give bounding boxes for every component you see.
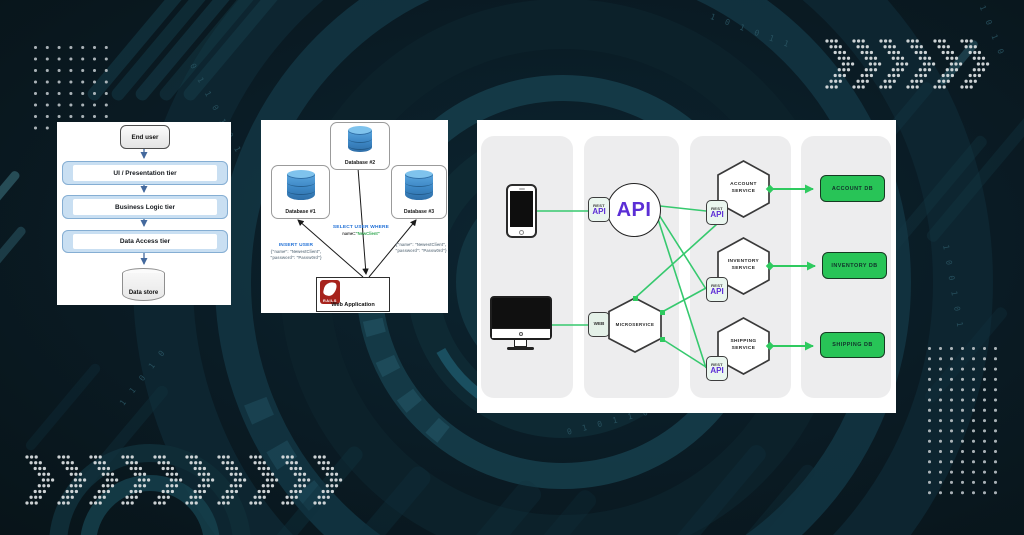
data-store-cylinder: Data store	[122, 268, 165, 301]
web-label: WEB	[593, 321, 605, 327]
api-label: API	[710, 365, 724, 375]
web-application-label: Web Application	[331, 302, 375, 308]
result-payload-annotation: {"name": "NewestClient", "password": "Pa…	[395, 242, 447, 255]
microservices-api-diagram: API REST API WEB MICROSERVICE ACCOUNT SE…	[477, 120, 896, 413]
connector-square	[659, 309, 665, 315]
desktop-monitor-icon	[490, 296, 552, 340]
db-connection-arrows	[297, 167, 417, 278]
database-cylinder-icon	[405, 170, 433, 200]
database-3-frame: Database #3	[391, 165, 447, 219]
rest-api-badge-gateway: REST API	[588, 197, 610, 222]
rails-logo: RAILS	[320, 280, 340, 304]
microservice-label: MICROSERVICE	[615, 321, 655, 327]
cylinder-top	[348, 126, 372, 135]
select-condition: name="NewClient"	[331, 231, 391, 237]
end-user-box: End user	[120, 125, 170, 149]
api-label: API	[592, 206, 606, 216]
tier-label: Data Access tier	[73, 234, 217, 249]
tier-label: UI / Presentation tier	[73, 165, 217, 181]
rest-label: REST	[593, 202, 605, 208]
monitor-base	[507, 347, 534, 350]
mobile-phone-icon	[506, 184, 537, 238]
connector-square	[659, 336, 665, 342]
database-2-frame: Database #2	[330, 122, 390, 170]
clients-column	[481, 136, 573, 398]
tier-label: Business Logic tier	[73, 199, 217, 215]
monitor-stand	[514, 340, 527, 347]
binary-digits: 1 0 1 0	[977, 4, 1007, 59]
shipping-service-hexagon: SHIPPING SERVICE	[717, 317, 770, 375]
rest-api-badge-inventory: REST API	[706, 277, 728, 302]
cylinder-top	[405, 170, 433, 179]
connector-square	[632, 295, 638, 301]
binary-digits: 1 1 0 1 0	[118, 346, 169, 408]
cylinder-groove	[286, 186, 315, 195]
cylinder-groove	[405, 186, 433, 195]
insert-title: INSERT USER	[278, 243, 314, 248]
shipping-service-label: SHIPPING SERVICE	[730, 339, 757, 351]
rest-api-badge-account: REST API	[706, 200, 728, 225]
shipping-db-box: SHIPPING DB	[820, 332, 885, 358]
result-line2: "password": "Passw0rd"}	[395, 248, 447, 254]
binary-digits: 1 0 0 1 0 1	[941, 244, 965, 331]
inventory-service-hexagon: INVENTORY SERVICE	[717, 237, 770, 295]
inventory-db-box: INVENTORY DB	[822, 252, 887, 279]
hexagon-shape	[717, 317, 770, 375]
account-db-box: ACCOUNT DB	[820, 175, 885, 202]
result-line1: {"name": "NewestClient",	[395, 242, 447, 247]
phone-home-button	[519, 229, 524, 235]
tier-ui-presentation: UI / Presentation tier	[62, 161, 228, 185]
select-title: SELECT USER WHERE	[332, 225, 390, 230]
database-cylinder-icon	[348, 126, 372, 152]
gateway-column	[584, 136, 679, 398]
rest-label: REST	[711, 361, 723, 367]
hexagon-shape	[717, 237, 770, 295]
data-store-label: Data store	[122, 273, 165, 301]
monitor-bezel	[492, 328, 550, 338]
rest-label: REST	[711, 282, 723, 288]
phone-speaker	[518, 188, 525, 190]
insert-payload-line2: "password": "Passw0rd"}	[270, 255, 322, 261]
select-prefix: name=	[342, 231, 356, 237]
rails-swoosh-icon	[322, 280, 338, 298]
insert-user-annotation: INSERT USER {"name": "NewestClient", "pa…	[261, 242, 331, 262]
insert-payload-line1: {"name": "NewestClient",	[270, 249, 322, 255]
binary-digits: 1 0 1 0 1 1	[708, 12, 793, 50]
database-sharding-diagram: Database #2 Database #1 Database #3 INSE…	[261, 120, 448, 313]
cylinder-top	[286, 170, 315, 179]
dot-patterns	[25, 39, 997, 505]
three-tier-architecture-diagram: End user UI / Presentation tier Business…	[57, 122, 231, 305]
inventory-service-label: INVENTORY SERVICE	[727, 259, 760, 271]
hexagon-shape	[717, 160, 770, 218]
api-gateway-circle: API	[607, 183, 661, 237]
phone-screen	[510, 191, 533, 227]
cylinder-groove	[348, 141, 372, 150]
web-application-box: RAILS Web Application	[316, 277, 390, 312]
database-3-label: Database #3	[403, 209, 435, 215]
api-label: API	[710, 209, 724, 219]
rest-label: REST	[711, 205, 723, 211]
account-service-hexagon: ACCOUNT SERVICE	[717, 160, 770, 218]
web-badge: WEB	[588, 312, 610, 337]
database-cylinder-icon	[286, 170, 315, 200]
monitor-logo-dot	[518, 331, 524, 336]
rails-logo-text: RAILS	[323, 299, 337, 303]
tier-data-access: Data Access tier	[62, 230, 228, 253]
api-label: API	[710, 286, 724, 296]
green-connection-lines	[537, 184, 816, 369]
account-service-label: ACCOUNT SERVICE	[730, 182, 757, 194]
rest-api-badge-shipping: REST API	[706, 356, 728, 381]
select-value: "NewClient"	[355, 231, 380, 237]
database-1-frame: Database #1	[271, 165, 330, 219]
tier-business-logic: Business Logic tier	[62, 195, 228, 219]
database-2-label: Database #2	[344, 160, 376, 166]
select-user-annotation: SELECT USER WHERE name="NewClient"	[331, 224, 391, 237]
microservice-hexagon: MICROSERVICE	[608, 297, 662, 353]
database-1-label: Database #1	[285, 209, 316, 215]
